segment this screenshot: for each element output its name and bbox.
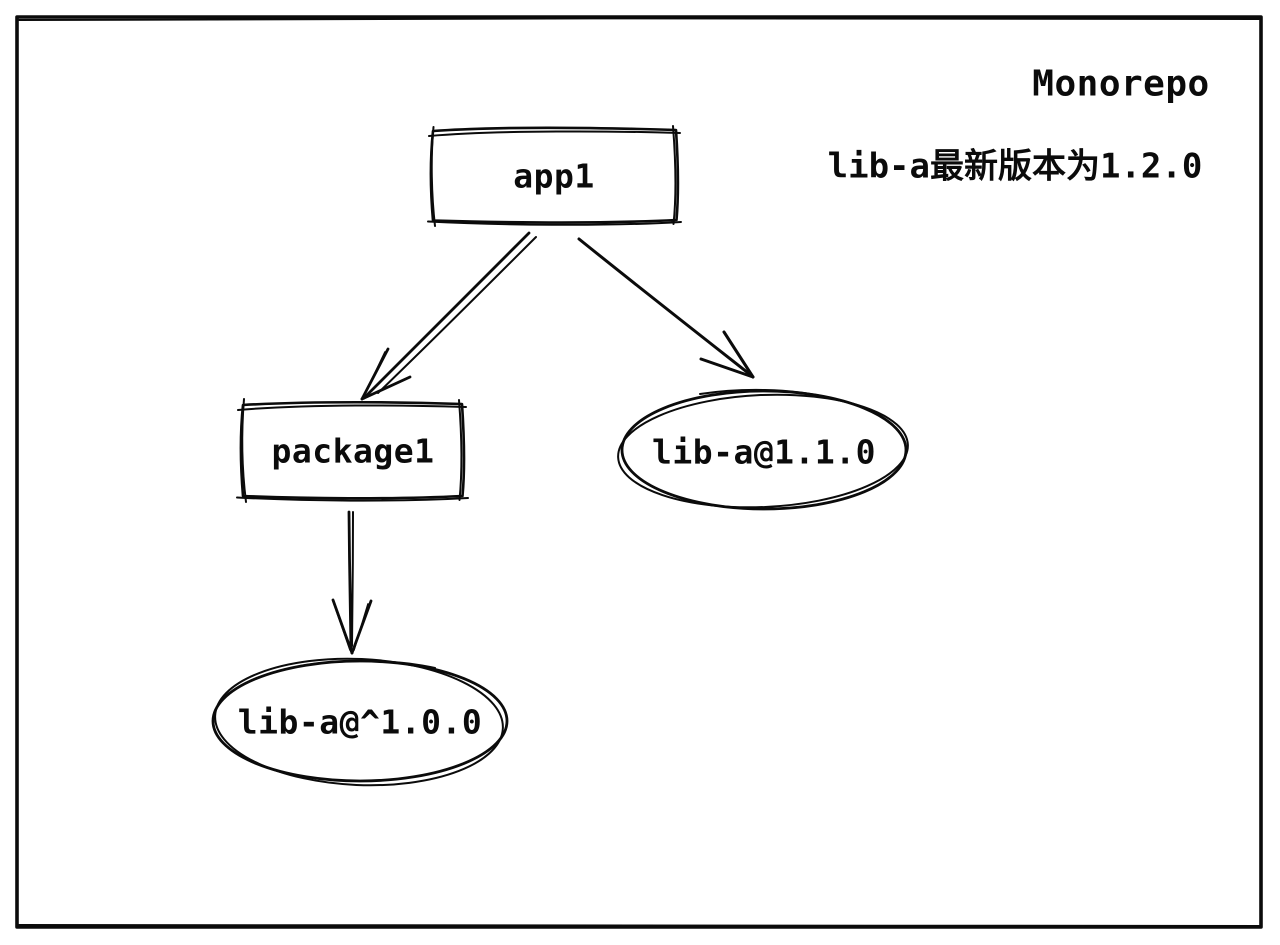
diagram-title: Monorepo (1032, 63, 1210, 105)
node-lib-a-1-1-0-shape (617, 388, 909, 511)
node-package1-shape (236, 398, 469, 503)
edge-package1-lib-a-caret-1-0-0 (331, 510, 373, 655)
node-package1-label: package1 (271, 431, 435, 471)
version-note: lib-a最新版本为1.2.0 (827, 146, 1203, 187)
node-app1-label: app1 (513, 156, 595, 196)
outer-frame (15, 15, 1263, 929)
node-lib-a-caret-1-0-0-label: lib-a@^1.0.0 (237, 702, 483, 742)
node-lib-a-caret-1-0-0-shape (211, 657, 509, 787)
node-app1-shape (427, 125, 682, 227)
node-lib-a-1-1-0-label: lib-a@1.1.0 (651, 432, 877, 472)
edge-app1-package1 (360, 231, 537, 401)
edge-app1-lib-a-1-1-0 (577, 237, 755, 379)
